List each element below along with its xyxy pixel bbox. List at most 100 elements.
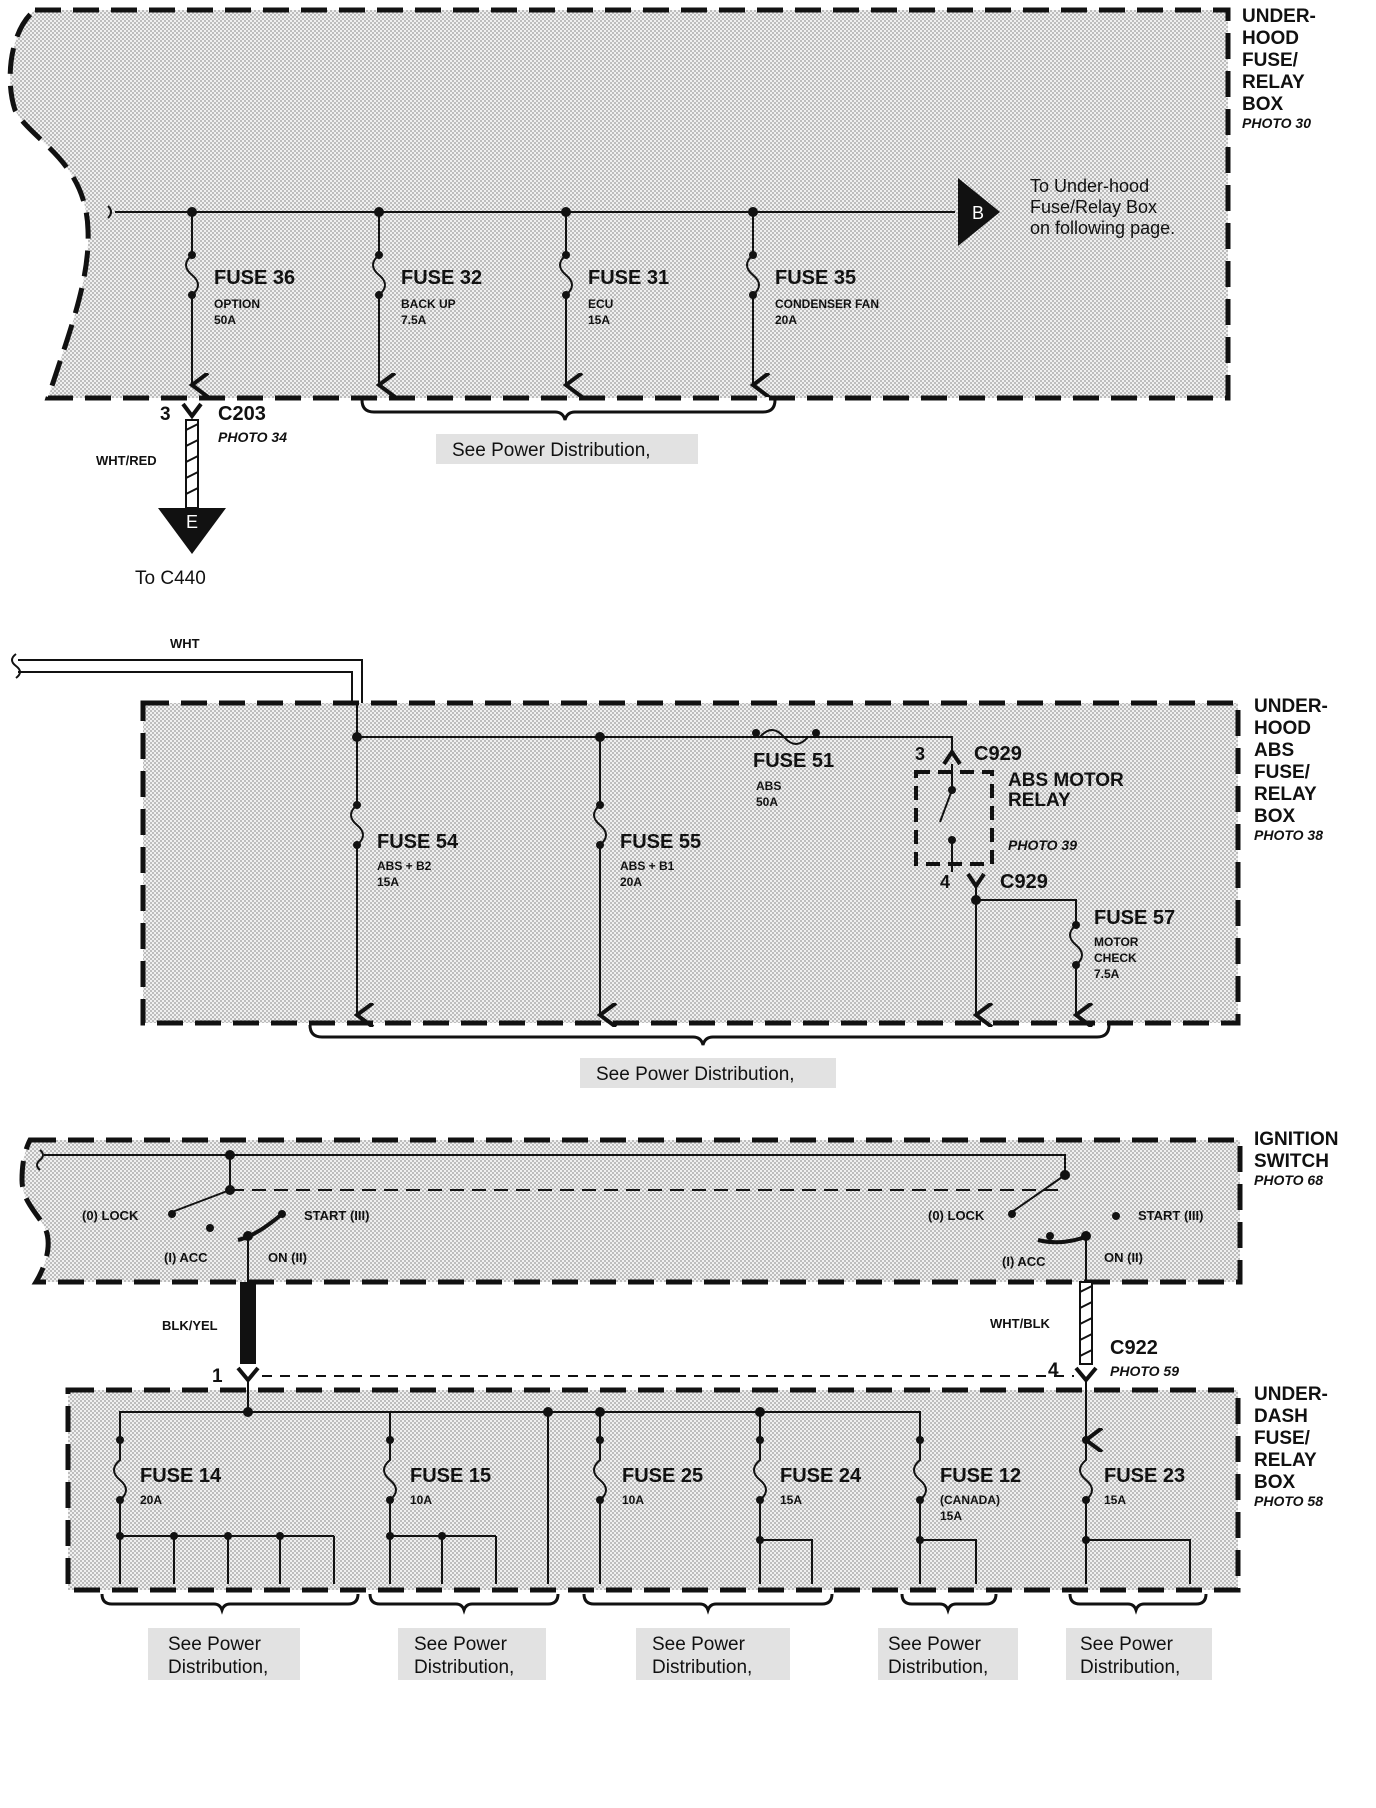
wht-red-wire (185, 419, 199, 509)
section-ignition-switch: IGNITION SWITCH PHOTO 68 (0) LOCK (I) AC… (19, 1129, 1338, 1387)
svg-text:HOOD: HOOD (1242, 28, 1299, 49)
svg-text:FUSE 55: FUSE 55 (620, 831, 701, 853)
brace-group-2 (368, 1593, 560, 1615)
brace-group-3 (582, 1593, 834, 1615)
svg-text:To C440: To C440 (135, 568, 206, 589)
svg-text:ON (II): ON (II) (268, 1250, 307, 1265)
underdash-box-outline (65, 1387, 1241, 1593)
wht-input-wire (18, 659, 363, 705)
svg-text:CHECK: CHECK (1094, 951, 1137, 965)
svg-text:4: 4 (1048, 1360, 1059, 1381)
right-ignition-switch: (0) LOCK (I) ACC ON (II) START (III) (928, 1170, 1203, 1269)
svg-text:RELAY: RELAY (1254, 1450, 1317, 1471)
see-power-note-1-bg (436, 434, 698, 464)
svg-text:Distribution,: Distribution, (168, 1657, 268, 1678)
svg-text:15A: 15A (940, 1509, 962, 1523)
svg-text:See Power: See Power (414, 1634, 508, 1655)
svg-text:(0) LOCK: (0) LOCK (82, 1208, 139, 1223)
svg-text:WHT/BLK: WHT/BLK (990, 1316, 1051, 1331)
brace-section2 (308, 1024, 1111, 1046)
svg-text:OPTION: OPTION (214, 297, 260, 311)
svg-text:on following page.: on following page. (1030, 218, 1175, 238)
svg-text:1: 1 (212, 1366, 223, 1387)
svg-text:ABS: ABS (1254, 740, 1294, 761)
svg-text:(CANADA): (CANADA) (940, 1493, 1000, 1507)
svg-text:ECU: ECU (588, 297, 613, 311)
svg-text:ABS + B2: ABS + B2 (377, 859, 432, 873)
svg-text:C929: C929 (974, 743, 1022, 765)
svg-text:50A: 50A (214, 313, 236, 327)
svg-text:MOTOR: MOTOR (1094, 935, 1139, 949)
brace-group-1 (100, 1593, 360, 1615)
svg-text:PHOTO 68: PHOTO 68 (1254, 1172, 1323, 1188)
svg-text:ABS + B1: ABS + B1 (620, 859, 675, 873)
svg-text:ON (II): ON (II) (1104, 1250, 1143, 1265)
left-ignition-switch: (0) LOCK (I) ACC ON (II) START (III) (82, 1150, 369, 1265)
section-underhood-abs-fuse-relay-box: WHT UNDER- HOOD ABS FUSE/ RELAY BOX PHOT… (11, 636, 1328, 1088)
svg-text:FUSE 54: FUSE 54 (377, 831, 459, 853)
svg-text:ABS MOTOR: ABS MOTOR (1008, 770, 1124, 791)
svg-text:FUSE 12: FUSE 12 (940, 1465, 1021, 1487)
svg-text:20A: 20A (775, 313, 797, 327)
svg-text:7.5A: 7.5A (401, 313, 427, 327)
see-power-note-group-4: See Power Distribution, (878, 1628, 1018, 1680)
svg-text:FUSE 51: FUSE 51 (753, 750, 834, 772)
see-power-note-2-bg (580, 1058, 836, 1088)
svg-text:10A: 10A (410, 1493, 432, 1507)
section-underdash-fuse-relay-box: UNDER- DASH FUSE/ RELAY BOX PHOTO 58 FUS… (65, 1380, 1328, 1680)
connector-c203: 3 C203 PHOTO 34 (160, 402, 287, 445)
svg-text:RELAY: RELAY (1008, 790, 1071, 811)
svg-text:20A: 20A (620, 875, 642, 889)
svg-text:15A: 15A (377, 875, 399, 889)
svg-text:BOX: BOX (1242, 94, 1284, 115)
fuse-54: FUSE 54 ABS + B2 15A (350, 737, 459, 1015)
svg-text:7.5A: 7.5A (1094, 967, 1120, 981)
ignition-box-title: IGNITION SWITCH PHOTO 68 (1254, 1129, 1338, 1188)
connector-c922: 1 4 C922 PHOTO 59 (212, 1337, 1179, 1387)
connector-b-icon (958, 178, 1000, 246)
fuse-31: FUSE 31 ECU 15A (559, 212, 669, 385)
svg-text:FUSE 35: FUSE 35 (775, 267, 856, 289)
see-power-note-group-1: See Power Distribution, (148, 1628, 300, 1680)
see-power-note-group-2: See Power Distribution, (398, 1628, 546, 1680)
svg-text:WHT/RED: WHT/RED (96, 453, 157, 468)
svg-text:PHOTO 34: PHOTO 34 (218, 429, 287, 445)
fuse-24: FUSE 24 15A (753, 1436, 862, 1584)
svg-text:FUSE 57: FUSE 57 (1094, 907, 1175, 929)
bus-squiggle-left (107, 205, 112, 219)
svg-text:PHOTO 38: PHOTO 38 (1254, 827, 1323, 843)
svg-text:PHOTO 39: PHOTO 39 (1008, 837, 1077, 853)
fuse-12: FUSE 12 (CANADA) 15A (913, 1436, 1021, 1584)
fuse-36: FUSE 36 OPTION 50A (185, 212, 295, 385)
svg-text:3: 3 (160, 404, 171, 425)
svg-text:START (III): START (III) (1138, 1208, 1203, 1223)
fuse-23: FUSE 23 15A (1079, 1436, 1191, 1584)
brace-section1 (360, 399, 777, 421)
svg-text:Distribution,: Distribution, (414, 1657, 514, 1678)
svg-text:10A: 10A (622, 1493, 644, 1507)
svg-text:3: 3 (915, 744, 925, 764)
svg-text:FUSE/: FUSE/ (1242, 50, 1299, 71)
svg-text:Distribution,: Distribution, (1080, 1657, 1180, 1678)
svg-text:C929: C929 (1000, 871, 1048, 893)
brace-group-5 (1068, 1593, 1208, 1615)
svg-text:FUSE 36: FUSE 36 (214, 267, 295, 289)
svg-text:Distribution,: Distribution, (652, 1657, 752, 1678)
svg-text:WHT: WHT (170, 636, 200, 651)
svg-text:B: B (972, 203, 984, 223)
svg-text:ABS: ABS (756, 779, 781, 793)
svg-text:(I) ACC: (I) ACC (1002, 1254, 1046, 1269)
svg-text:BOX: BOX (1254, 806, 1296, 827)
fuse-15: FUSE 15 10A (383, 1436, 497, 1584)
svg-text:RELAY: RELAY (1242, 72, 1305, 93)
fuse-55: FUSE 55 ABS + B1 20A (593, 737, 701, 1015)
svg-text:CONDENSER FAN: CONDENSER FAN (775, 297, 879, 311)
svg-text:START (III): START (III) (304, 1208, 369, 1223)
underhood-box-title: UNDER- HOOD FUSE/ RELAY BOX PHOTO 30 (1242, 6, 1316, 131)
svg-text:IGNITION: IGNITION (1254, 1129, 1338, 1150)
svg-text:(I) ACC: (I) ACC (164, 1250, 208, 1265)
svg-text:FUSE 23: FUSE 23 (1104, 1465, 1185, 1487)
svg-text:UNDER-: UNDER- (1254, 696, 1328, 717)
svg-text:PHOTO 30: PHOTO 30 (1242, 115, 1311, 131)
